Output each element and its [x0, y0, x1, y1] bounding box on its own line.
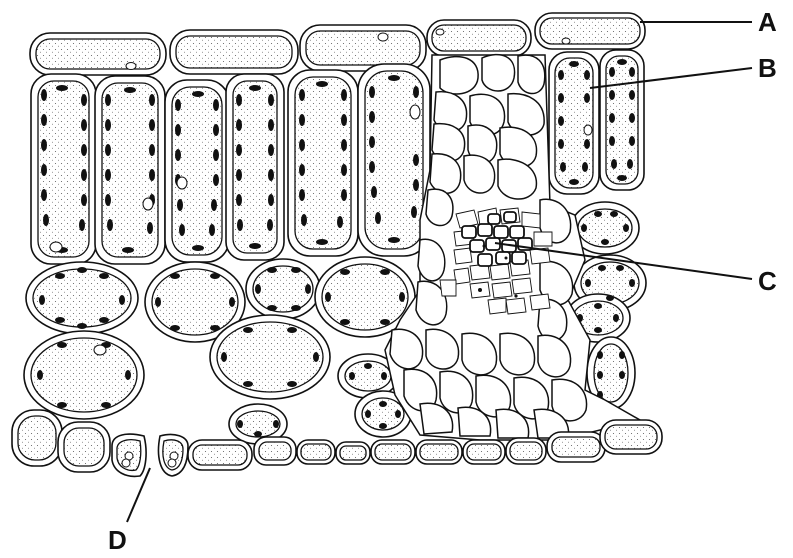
upper-epidermis-cell [540, 18, 640, 44]
label-b: B [758, 53, 777, 83]
label-d: D [108, 525, 127, 555]
upper-epidermis-cell [432, 25, 526, 51]
upper-epidermis-cell [36, 39, 160, 69]
label-c: C [758, 266, 777, 296]
label-a: A [758, 7, 777, 37]
upper-epidermis-cell [176, 36, 292, 68]
upper-epidermis-cell [306, 31, 420, 65]
